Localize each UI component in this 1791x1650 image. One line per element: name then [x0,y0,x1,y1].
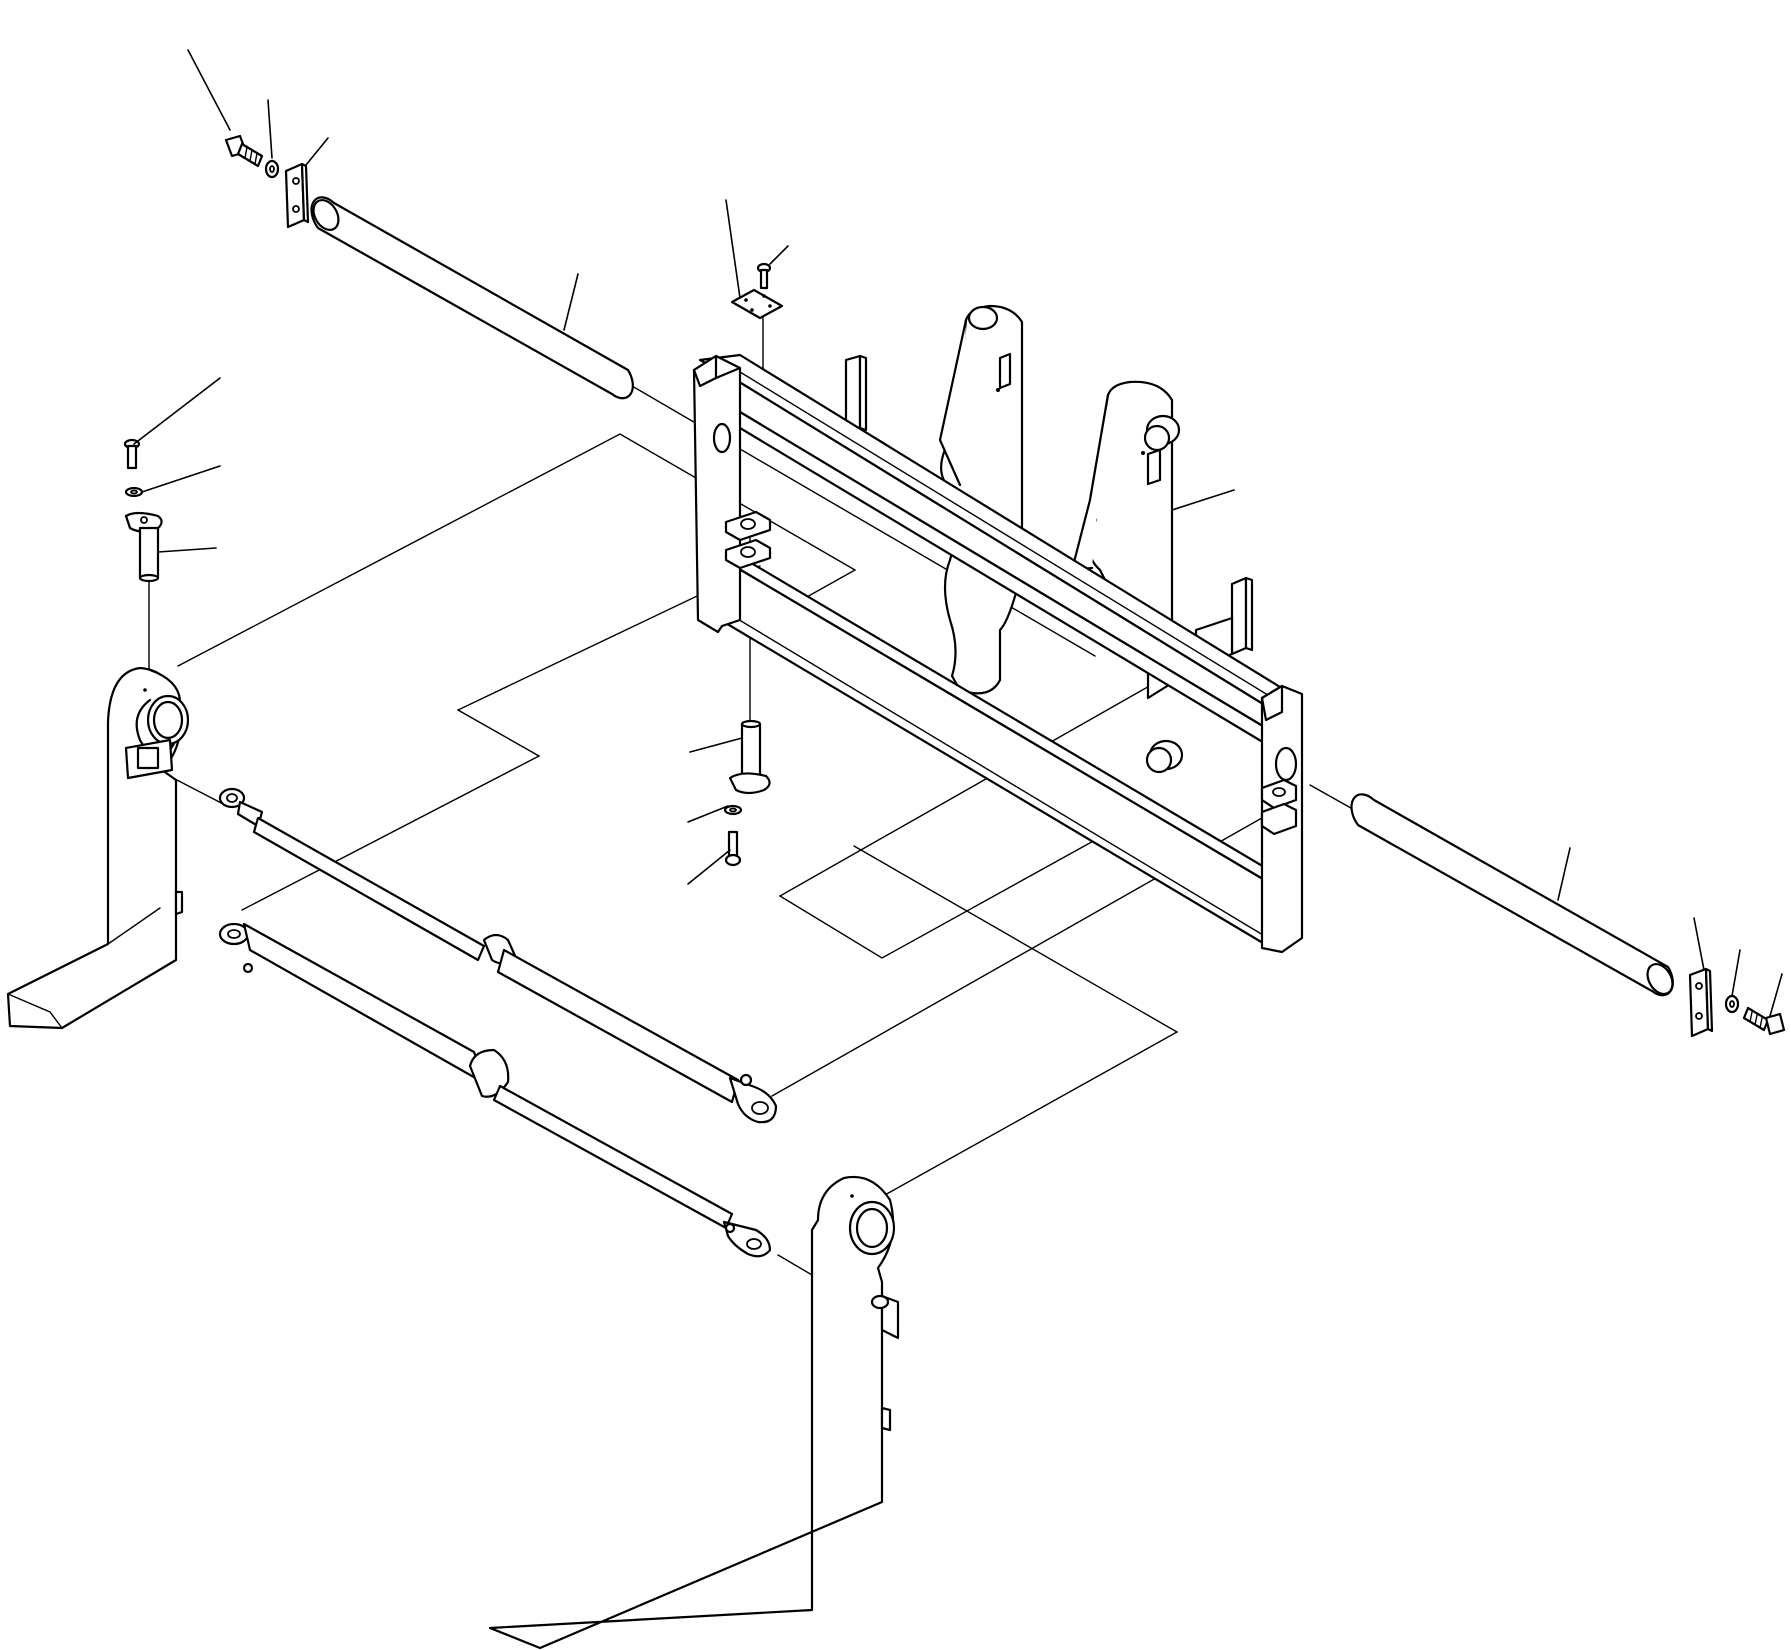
pin-bolt-left [123,438,141,470]
bolt-left [224,134,264,168]
washer-right [1724,994,1740,1014]
pin-washer-left [124,486,144,498]
pin-center [728,719,771,795]
plate-left [284,162,310,229]
cylinder-upper [218,787,778,1124]
fork-left [6,666,190,1030]
cover-screw [756,262,772,290]
cylinder-lower [218,922,772,1258]
cover-plate [730,288,784,320]
assembly-lines [148,306,1391,1310]
leader-lines [133,49,1783,1017]
fork-pin-left [124,511,163,583]
pin-washer-center [723,804,743,816]
washer-left [264,159,280,179]
shaft-right [1350,793,1674,997]
carriage-frame [692,304,1304,954]
plate-right [1688,967,1714,1038]
shaft-left [310,196,634,400]
bolt-right [1742,1006,1786,1036]
fork-right [488,1175,900,1650]
pin-bolt-center [724,830,742,867]
